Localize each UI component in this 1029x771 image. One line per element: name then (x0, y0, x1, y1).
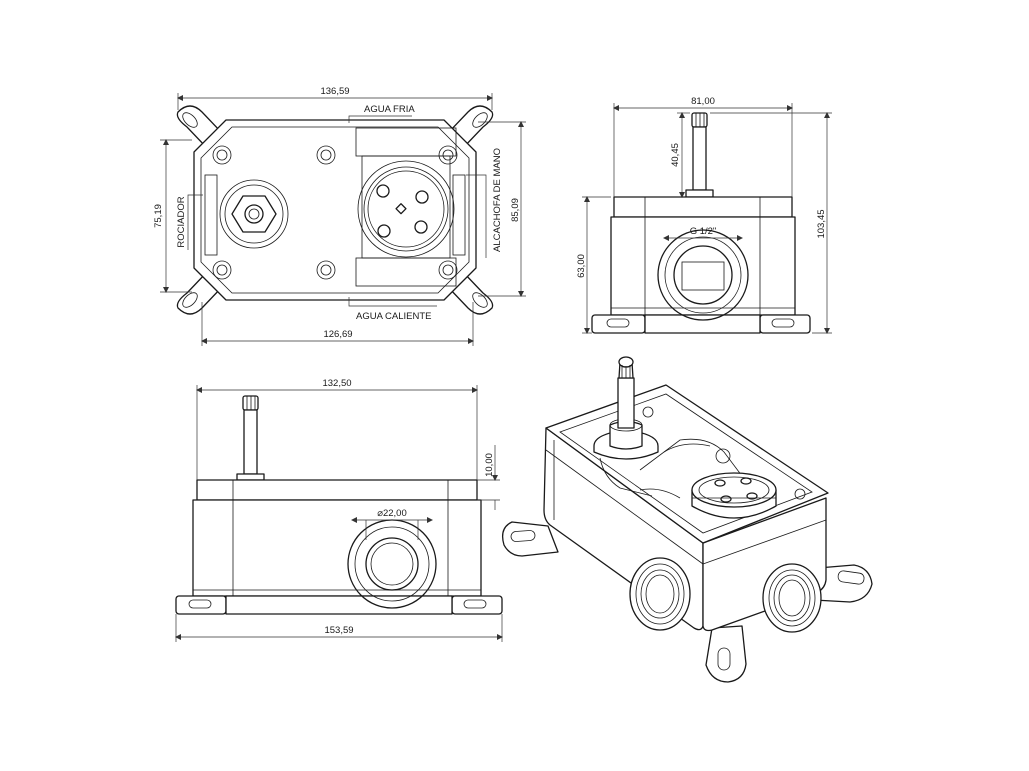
iso-ear-right (813, 564, 873, 603)
dim-stem-height: 40,45 (670, 112, 690, 198)
dim-label-63: 63,00 (576, 254, 587, 278)
hand-shower-label: ALCACHOFA DE MANO (492, 148, 503, 252)
dim-thread: G 1/2" (663, 226, 743, 241)
mixer-cartridge (355, 127, 457, 287)
dim-bottom-width: 126,69 (201, 302, 474, 346)
front-top-band (196, 479, 478, 501)
isometric-view (501, 356, 873, 683)
iso-outlet-left (629, 557, 691, 631)
side-stem (685, 112, 714, 198)
dim-base-width: 153,59 (175, 614, 503, 642)
side-feet (591, 314, 811, 334)
dim-front-width: 132,50 (196, 378, 478, 480)
thread-label: G 1/2" (690, 226, 717, 237)
shower-callout: ROCIADOR (176, 194, 203, 250)
dim-label-153: 153,59 (324, 625, 353, 636)
hot-water-callout: AGUA CALIENTE (348, 297, 437, 322)
dim-label-126: 126,69 (323, 329, 352, 340)
shower-label: ROCIADOR (176, 196, 187, 247)
front-body (192, 499, 482, 597)
dim-top-width: 136,59 (177, 86, 493, 110)
dim-right-height: 85,09 (478, 121, 526, 297)
dim-total-height: 103,45 (710, 112, 832, 334)
iso-outlet-right (762, 563, 822, 633)
dim-label-10: 10,00 (484, 453, 495, 477)
front-feet (175, 595, 503, 615)
side-view: G 1/2" 81,00 40,45 103,45 63,00 (576, 96, 832, 334)
side-top-band (613, 196, 793, 218)
dim-label-132: 132,50 (322, 378, 351, 389)
iso-inner-casting (599, 406, 806, 500)
dim-diameter: ⌀22,00 (351, 508, 433, 540)
dim-side-width: 81,00 (613, 96, 793, 197)
dim-label-40: 40,45 (670, 143, 681, 167)
front-view: ⌀22,00 132,50 10,00 153,59 (175, 378, 503, 642)
hot-water-label: AGUA CALIENTE (356, 311, 432, 322)
top-view: 136,59 AGUA FRIA AGUA CALIENTE 126,69 75… (153, 86, 526, 346)
diameter-label: ⌀22,00 (377, 508, 407, 519)
dim-label-81: 81,00 (691, 96, 715, 107)
dim-front-stem: 10,00 (477, 445, 500, 510)
hand-shower-callout: ALCACHOFA DE MANO (466, 148, 503, 258)
dim-label-103: 103,45 (816, 209, 827, 238)
cold-water-callout: AGUA FRIA (348, 104, 415, 123)
top-body-outline (193, 119, 477, 301)
dim-label-75: 75,19 (153, 204, 164, 228)
front-stem (236, 395, 265, 481)
cold-water-label: AGUA FRIA (364, 104, 415, 115)
iso-ear-left (501, 521, 559, 557)
iso-ear-bottom (705, 625, 747, 683)
dim-label-136: 136,59 (320, 86, 349, 97)
iso-cartridge (691, 472, 777, 519)
iso-stem (593, 356, 659, 460)
top-screw-bosses (212, 145, 458, 280)
dim-left-height: 75,19 (153, 139, 192, 293)
dim-body-height: 63,00 (576, 196, 611, 334)
diverter-valve (219, 179, 289, 249)
dim-label-85: 85,09 (510, 198, 521, 222)
